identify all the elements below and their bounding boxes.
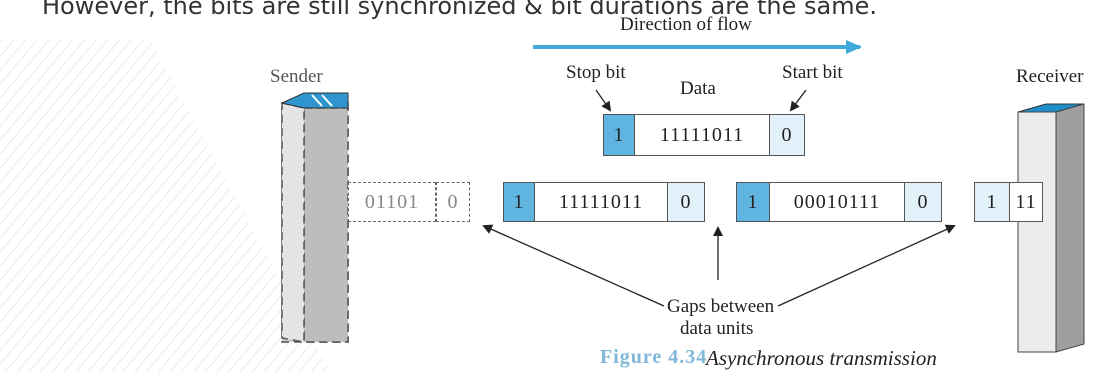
gaps-label-line1: Gaps between (667, 296, 775, 317)
ghost-frame-start-bit: 0 (436, 182, 470, 222)
frame-2-stop-bit: 1 (736, 182, 770, 222)
partial-frame-stop-bit: 1 (974, 182, 1010, 222)
gap-arrow-left (482, 224, 665, 307)
top-frame-stop-bit: 1 (603, 114, 635, 156)
sender-label: Sender (270, 66, 323, 87)
partial-frame-data: 11 (1009, 182, 1043, 222)
ghost-frame-data: 01101 (348, 182, 436, 222)
frame-1-start-bit: 0 (667, 182, 705, 222)
hatching-decoration (0, 40, 330, 372)
stop-bit-arrow (595, 89, 612, 112)
figure-label: Figure 4.34 (600, 346, 708, 368)
frame-2-data: 00010111 (769, 182, 905, 222)
data-label: Data (680, 78, 716, 99)
start-bit-label: Start bit (782, 62, 843, 83)
direction-label: Direction of flow (620, 14, 752, 35)
top-frame-data: 11111011 (634, 114, 770, 156)
gaps-label-line2: data units (680, 318, 754, 339)
receiver-label: Receiver (1016, 66, 1084, 87)
frame-2-start-bit: 0 (904, 182, 942, 222)
frame-1-stop-bit: 1 (503, 182, 535, 222)
figure-title: Asynchronous transmission (706, 346, 937, 370)
receiver-device (1017, 103, 1085, 353)
header-text: However, the bits are still synchronized… (42, 0, 877, 20)
sender-device (280, 92, 349, 343)
stop-bit-label: Stop bit (566, 62, 626, 83)
gap-arrow-right (777, 224, 956, 307)
frame-1-data: 11111011 (534, 182, 668, 222)
start-bit-arrow (789, 89, 807, 112)
top-frame-start-bit: 0 (769, 114, 805, 156)
